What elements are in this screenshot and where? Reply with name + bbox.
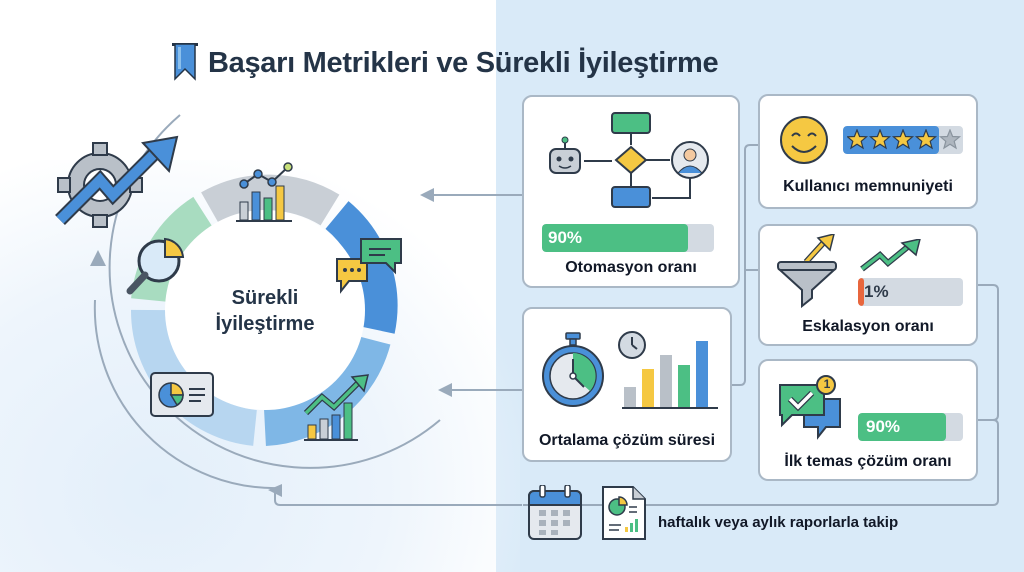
pie-report-card-icon bbox=[149, 371, 217, 424]
first-contact-progress-fill bbox=[858, 413, 947, 441]
metric-card-automation: 90% Otomasyon oranı bbox=[522, 95, 740, 288]
chat-check-icon bbox=[778, 375, 846, 450]
cycle-ring bbox=[130, 174, 398, 446]
funnel-icon bbox=[776, 232, 838, 315]
chat-bubbles-icon bbox=[335, 237, 407, 304]
stopwatch-icon bbox=[542, 331, 606, 416]
notification-badge: 1 bbox=[823, 377, 831, 391]
smiley-face-icon bbox=[778, 114, 830, 171]
analytics-chart-icon bbox=[236, 162, 306, 229]
escalation-label: Eskalasyon oranı bbox=[802, 318, 934, 335]
avg-resolution-label: Ortalama çözüm süresi bbox=[538, 432, 716, 449]
resolution-bar-chart bbox=[622, 341, 720, 416]
metric-card-escalation: 1% Eskalasyon oranı bbox=[758, 224, 978, 346]
automation-progress-bar: 90% bbox=[542, 224, 714, 252]
gear-growth-icon bbox=[55, 135, 185, 240]
first-contact-value: 90% bbox=[866, 417, 901, 436]
report-document-icon bbox=[601, 485, 647, 548]
calendar-icon bbox=[527, 484, 585, 548]
magnifier-pie-icon bbox=[125, 235, 190, 302]
center-label-line1: Sürekli bbox=[231, 287, 299, 309]
footer-text: haftalık veya aylık raporlarla takip bbox=[658, 514, 899, 531]
bookmark-icon bbox=[172, 41, 198, 86]
first-contact-progress-bar: 90% bbox=[858, 413, 963, 441]
trend-up-arrow-icon bbox=[860, 238, 922, 278]
escalation-progress-fill bbox=[858, 278, 864, 306]
title-text: Başarı Metrikleri ve Sürekli İyileştirme bbox=[208, 46, 719, 79]
metric-card-first-contact: 1 90% İlk temas çözüm oranı bbox=[758, 359, 978, 481]
workflow-robot-icon bbox=[542, 105, 717, 220]
metric-card-avg-resolution: Ortalama çözüm süresi bbox=[522, 307, 732, 462]
escalation-progress-bar: 1% bbox=[858, 278, 963, 306]
satisfaction-rating-bar bbox=[843, 126, 963, 154]
first-contact-label: İlk temas çözüm oranı bbox=[784, 453, 952, 470]
cycle-center-label: Sürekli İyileştirme bbox=[190, 285, 340, 337]
page-title: Başarı Metrikleri ve Sürekli İyileştirme bbox=[172, 38, 719, 88]
metric-card-satisfaction: Kullanıcı memnuniyeti bbox=[758, 94, 978, 209]
star-rating-icon bbox=[845, 128, 963, 154]
escalation-value: 1% bbox=[864, 282, 889, 301]
clock-icon bbox=[616, 329, 648, 366]
center-label-line2: İyileştirme bbox=[215, 313, 315, 335]
automation-value: 90% bbox=[548, 228, 583, 247]
satisfaction-label: Kullanıcı memnuniyeti bbox=[783, 178, 953, 195]
automation-progress-fill bbox=[542, 224, 689, 252]
growth-chart-icon bbox=[302, 373, 372, 448]
automation-label: Otomasyon oranı bbox=[565, 259, 697, 276]
